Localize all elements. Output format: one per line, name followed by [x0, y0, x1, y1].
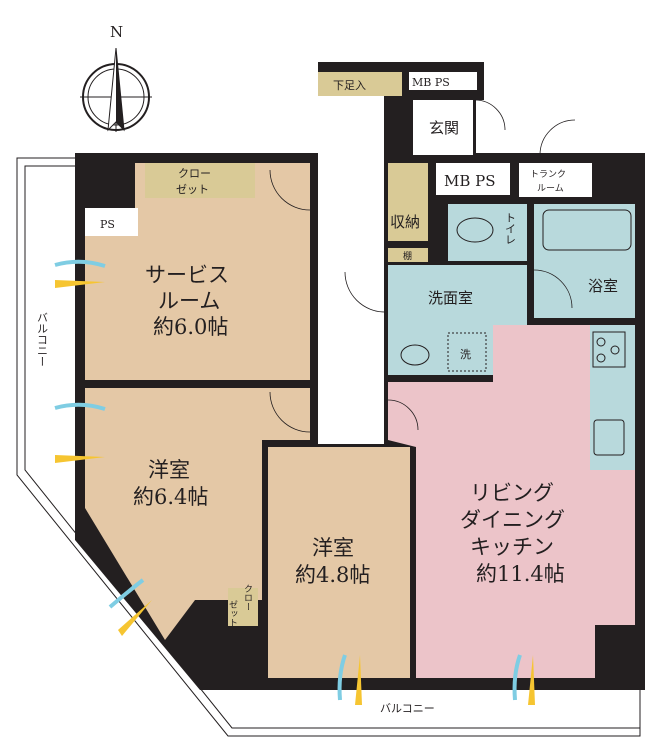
ps-shaft — [85, 208, 138, 236]
entrance — [413, 100, 473, 155]
storage — [388, 163, 428, 241]
mbps-top — [409, 72, 477, 90]
ps-label: PS — [100, 218, 115, 231]
compass-icon — [80, 47, 152, 132]
mbps — [436, 163, 510, 195]
closet-label: クロー — [178, 167, 211, 180]
trunk-room — [519, 163, 592, 197]
toilet — [448, 204, 527, 261]
service-room-label: サービス — [145, 263, 229, 287]
closet-service — [145, 163, 255, 198]
bathroom — [534, 204, 635, 318]
bathroom-label: 浴室 — [588, 277, 618, 295]
mbps-top-label: MB PS — [412, 76, 450, 89]
door-swings — [269, 99, 576, 433]
western-room-2-size: 約4.8帖 — [295, 563, 370, 587]
service-room-size: 約6.0帖 — [153, 315, 228, 339]
ldk-label: リビング — [470, 481, 554, 505]
trunk-room-label: ルーム — [537, 183, 564, 194]
western-room-2 — [268, 447, 410, 678]
washroom-label: 洗面室 — [428, 289, 473, 307]
shelf — [388, 248, 428, 262]
window-light-wind-markers — [54, 259, 535, 705]
shoe-storage — [318, 72, 402, 96]
balcony-left-label: バルコニー — [36, 312, 49, 367]
western-room-1-size: 約6.4帖 — [133, 485, 208, 509]
ldk-label: ダイニング — [460, 508, 565, 532]
service-room-label: ルーム — [158, 289, 220, 313]
kitchen-counter — [590, 325, 635, 470]
storage-label: 収納 — [390, 213, 420, 231]
western-room-1 — [85, 388, 310, 640]
trunk-room-label: トランク — [530, 169, 566, 180]
shoe-storage-label: 下足入 — [333, 79, 366, 92]
entrance-label: 玄関 — [429, 119, 459, 137]
toilet-label: トイレ — [504, 212, 517, 245]
washer-label: 洗 — [460, 348, 471, 361]
ldk-label: キッチン — [470, 535, 554, 559]
western-room-2-label: 洋室 — [312, 536, 354, 560]
closet-label: ゼット — [176, 183, 209, 196]
balcony-outline — [16, 157, 641, 737]
ldk — [388, 325, 635, 678]
mbps-label: MB PS — [444, 172, 496, 190]
shelf-label: 棚 — [403, 250, 412, 262]
ldk-size: 約11.4帖 — [476, 562, 565, 586]
closet-western — [228, 588, 258, 626]
western-room-1-label: 洋室 — [148, 458, 190, 482]
balcony-bottom-label: バルコニー — [380, 702, 435, 715]
corridor — [318, 96, 384, 444]
closet-label: クロー — [242, 584, 252, 611]
compass-north-label: N — [110, 23, 123, 41]
closet-label: ゼット — [227, 600, 238, 627]
